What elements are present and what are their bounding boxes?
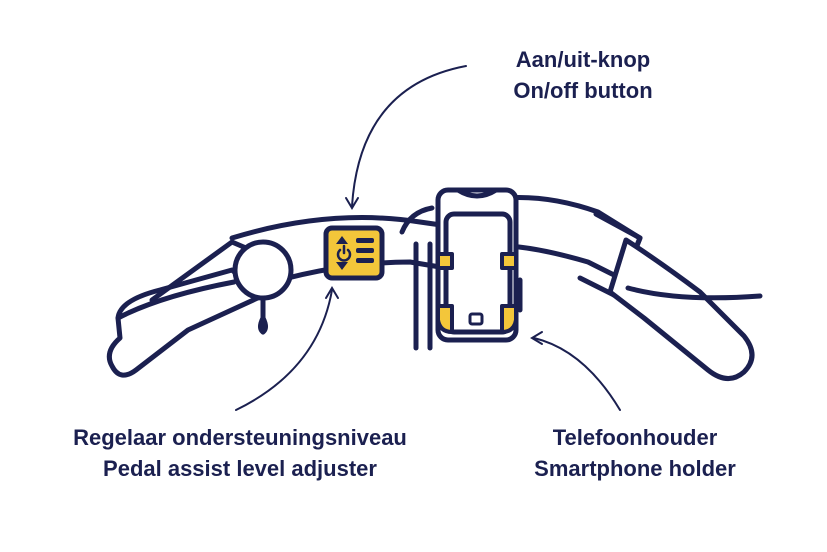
- assist-adjuster-label-en: Pedal assist level adjuster: [20, 453, 460, 484]
- assist-adjuster-label: Regelaar ondersteuningsniveau Pedal assi…: [20, 422, 460, 484]
- phone-holder-callout-arrow: [534, 338, 620, 410]
- pedal-assist-controller: [326, 228, 382, 278]
- right-grip: [610, 240, 752, 379]
- assist-adjuster-label-nl: Regelaar ondersteuningsniveau: [20, 422, 460, 453]
- power-button-label-nl: Aan/uit-knop: [478, 44, 688, 75]
- power-button-label-en: On/off button: [478, 75, 688, 106]
- phone-holder-label-nl: Telefoonhouder: [505, 422, 765, 453]
- power-button-callout-arrow: [352, 66, 466, 206]
- power-button-label: Aan/uit-knop On/off button: [478, 44, 688, 106]
- phone-holder-label: Telefoonhouder Smartphone holder: [505, 422, 765, 484]
- left-handlebar: [109, 218, 448, 376]
- assist-adjuster-callout-arrow: [236, 290, 332, 410]
- bell-icon: [235, 242, 291, 332]
- phone-holder-label-en: Smartphone holder: [505, 453, 765, 484]
